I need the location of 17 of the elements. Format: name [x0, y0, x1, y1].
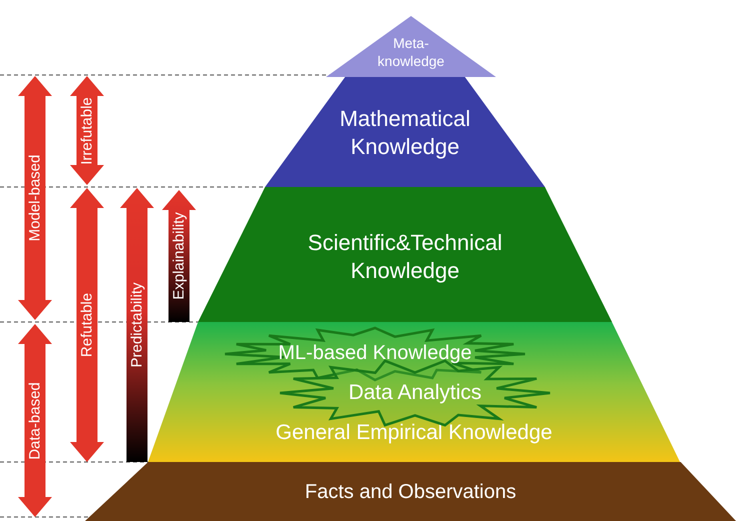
layer-label: Scientific&Technical Knowledge: [306, 229, 504, 284]
pyramid-layer: [265, 77, 545, 187]
pyramid-base: [85, 462, 736, 521]
pyramid-layer: [148, 322, 680, 462]
arrow-label: Refutable: [78, 292, 96, 358]
arrow-label: Data-based: [26, 382, 44, 460]
layer-label: ML-based Knowledge: [277, 341, 473, 366]
layer-label: Data Analytics: [347, 380, 483, 406]
layer-label: General Empirical Knowledge: [274, 420, 554, 446]
arrow-label: Model-based: [26, 154, 44, 242]
layer-label: Mathematical Knowledge: [338, 105, 472, 160]
layer-label: Meta-knowledge: [376, 35, 446, 70]
pyramid-layer: [198, 187, 612, 322]
arrow-label: Irrefutable: [78, 96, 96, 164]
arrow-label: Predictability: [128, 282, 146, 368]
arrow-label: Explainability: [170, 212, 188, 300]
layer-label: Facts and Observations: [304, 480, 518, 505]
